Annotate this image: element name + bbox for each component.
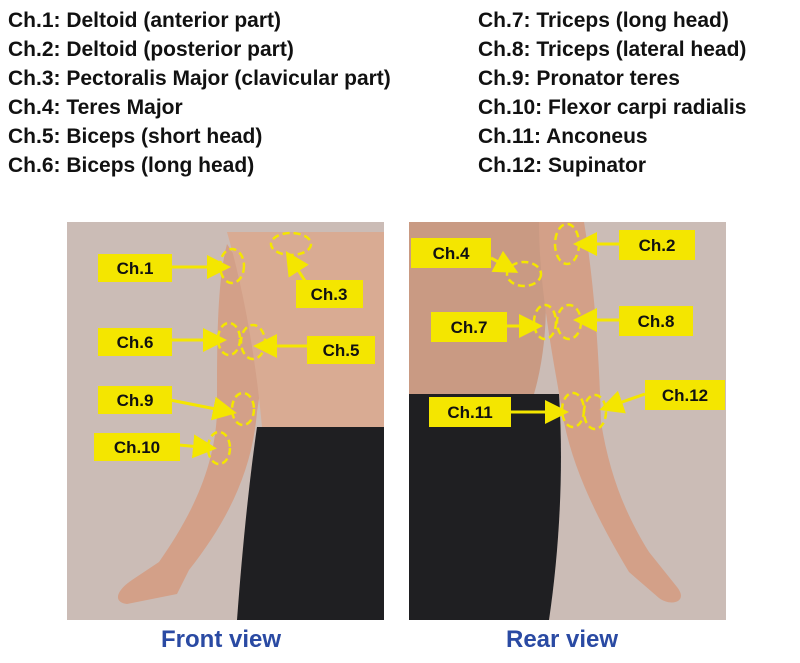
legend-item: Ch.2: Deltoid (posterior part)	[8, 38, 294, 61]
label-box	[296, 280, 363, 308]
pants-shape	[409, 394, 561, 620]
legend-right: Ch.7: Triceps (long head) Ch.8: Triceps …	[478, 6, 746, 180]
label-box	[411, 238, 491, 268]
label-box	[645, 380, 725, 410]
leader-line	[490, 250, 519, 273]
rear-view-photo: Ch.4 Ch.2 Ch.7 Ch.8 Ch.11 Ch.12	[409, 222, 726, 620]
legend-item: Ch.4: Teres Major	[8, 96, 183, 119]
leader-line	[178, 434, 217, 459]
marker-label-ch10: Ch.10	[114, 438, 160, 457]
legend-item: Ch.6: Biceps (long head)	[8, 154, 255, 177]
marker-label-ch5: Ch.5	[323, 341, 360, 360]
marker-labels: Ch.4 Ch.2 Ch.7 Ch.8 Ch.11 Ch.12	[411, 230, 725, 427]
front-view-caption: Front view	[161, 626, 282, 653]
marker-label-ch11: Ch.11	[447, 403, 492, 422]
label-box	[619, 230, 695, 260]
legend-item: Ch.8: Triceps (lateral head)	[478, 38, 747, 61]
front-view-photo: Ch.1 Ch.3 Ch.6 Ch.5 Ch.9 Ch.10	[67, 222, 384, 620]
legend-item: Ch.1: Deltoid (anterior part)	[8, 9, 282, 32]
marker-label-ch6: Ch.6	[117, 333, 154, 352]
leader-line	[169, 396, 237, 421]
leader-lines	[169, 250, 313, 459]
marker-label-ch2: Ch.2	[639, 236, 676, 255]
rear-view-caption: Rear view	[506, 626, 619, 653]
front-view-illustration: Ch.1 Ch.3 Ch.6 Ch.5 Ch.9 Ch.10	[67, 222, 384, 620]
legend-item: Ch.7: Triceps (long head)	[478, 9, 729, 32]
leader-line	[599, 390, 646, 414]
pants-shape	[237, 427, 384, 620]
right-arm-shape	[117, 244, 272, 604]
legend-left: Ch.1: Deltoid (anterior part) Ch.2: Delt…	[8, 6, 391, 180]
marker-label-ch7: Ch.7	[451, 318, 488, 337]
label-box	[307, 336, 375, 364]
marker-label-ch4: Ch.4	[433, 244, 470, 263]
marker-label-ch3: Ch.3	[311, 285, 348, 304]
leader-line	[285, 250, 309, 285]
marker-ellipse	[230, 391, 256, 427]
marker-label-ch1: Ch.1	[117, 259, 154, 278]
legend-item: Ch.5: Biceps (short head)	[8, 125, 263, 148]
label-box	[94, 433, 180, 461]
label-box	[98, 254, 172, 282]
label-box	[431, 312, 507, 342]
marker-label-ch8: Ch.8	[638, 312, 675, 331]
legend-item: Ch.11: Anconeus	[478, 125, 648, 148]
legend-item: Ch.9: Pronator teres	[478, 67, 680, 90]
rear-view-illustration: Ch.4 Ch.2 Ch.7 Ch.8 Ch.11 Ch.12	[409, 222, 726, 620]
label-box	[98, 328, 172, 356]
legend-item: Ch.3: Pectoralis Major (clavicular part)	[8, 67, 391, 90]
marker-labels: Ch.1 Ch.3 Ch.6 Ch.5 Ch.9 Ch.10	[94, 254, 375, 461]
legend-item: Ch.10: Flexor carpi radialis	[478, 96, 747, 119]
legend-item: Ch.12: Supinator	[478, 154, 647, 177]
marker-label-ch9: Ch.9	[117, 391, 154, 410]
marker-ellipse	[206, 430, 232, 466]
label-box	[98, 386, 172, 414]
leader-lines	[490, 232, 646, 424]
marker-label-ch12: Ch.12	[662, 386, 708, 405]
label-box	[619, 306, 693, 336]
marker-ellipse	[505, 260, 543, 288]
label-box	[429, 397, 511, 427]
